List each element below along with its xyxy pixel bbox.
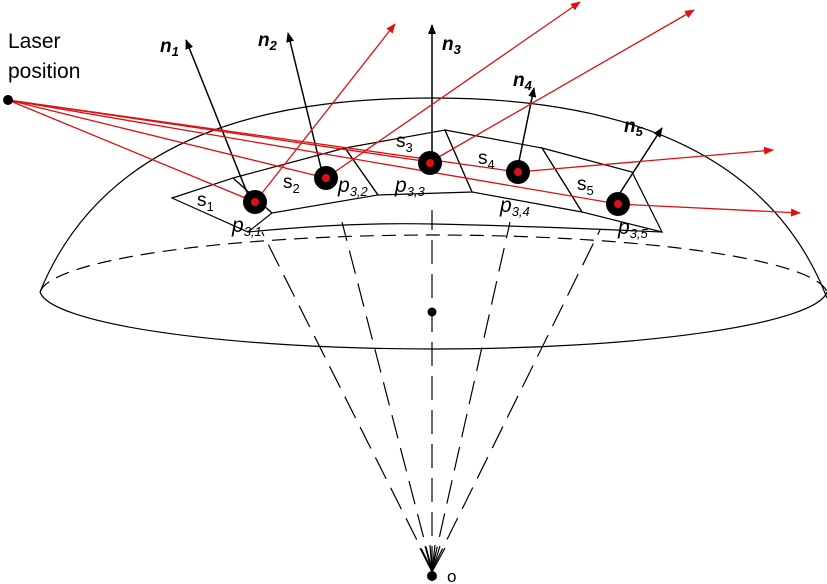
base-center-point — [427, 307, 437, 317]
point-p35 — [606, 192, 630, 216]
laser-label-line2: position — [8, 60, 80, 83]
origin-ray-5 — [431, 229, 601, 571]
normal-n2 — [286, 32, 323, 173]
point-label-p33: p3,3 — [394, 174, 426, 199]
reflected-rays — [254, 1, 801, 217]
origin-fan — [419, 544, 446, 573]
point-label-p31: p3,1 — [231, 214, 262, 239]
normal-label-n4: n4 — [513, 70, 533, 93]
normal-label-n2: n2 — [258, 30, 278, 53]
point-label-p34: p3,4 — [499, 194, 530, 219]
incident-ray-1 — [7, 99, 256, 203]
measurement-points — [243, 151, 630, 216]
point-label-p35: p3,5 — [617, 216, 649, 241]
incident-rays — [7, 99, 619, 205]
segment-label-s4: s4 — [478, 148, 495, 172]
origin-ray-2 — [341, 221, 433, 571]
point-p33 — [418, 151, 442, 175]
incident-ray-5 — [7, 99, 619, 205]
reflected-ray-4 — [517, 146, 774, 173]
origin-rays — [261, 210, 601, 571]
laser-label-line1: Laser — [8, 30, 61, 53]
point-p31 — [243, 190, 267, 214]
point-p32 — [314, 166, 338, 190]
base-ellipse-front — [39, 291, 827, 350]
normal-label-n3: n3 — [442, 34, 462, 57]
reflected-ray-5 — [617, 203, 801, 217]
point-label-p32: p3,2 — [337, 174, 369, 199]
segment-label-s5: s5 — [577, 174, 594, 198]
base-ellipse-back — [39, 234, 827, 293]
hemisphere-dome — [39, 97, 827, 299]
reflected-ray-3 — [429, 9, 695, 163]
point-p34 — [506, 160, 530, 184]
normal-label-n5: n5 — [624, 116, 644, 139]
segment-label-s3: s3 — [396, 131, 413, 155]
reflected-ray-1 — [254, 23, 396, 203]
laser-source-point — [3, 95, 13, 105]
normal-n4 — [517, 87, 537, 167]
reflected-ray-2 — [325, 1, 581, 179]
scan-strip — [170, 129, 664, 233]
normal-label-n1: n1 — [160, 36, 179, 59]
segment-label-s1: s1 — [197, 190, 214, 214]
strip-lower-edge — [247, 223, 663, 233]
incident-ray-2 — [7, 99, 327, 179]
segment-label-s2: s2 — [283, 172, 300, 196]
origin-point — [427, 571, 437, 581]
origin-label: o — [447, 567, 456, 584]
origin-ray-1 — [261, 231, 433, 571]
origin-ray-4 — [431, 221, 511, 571]
normal-vectors — [185, 24, 663, 197]
normal-n1 — [185, 39, 249, 196]
